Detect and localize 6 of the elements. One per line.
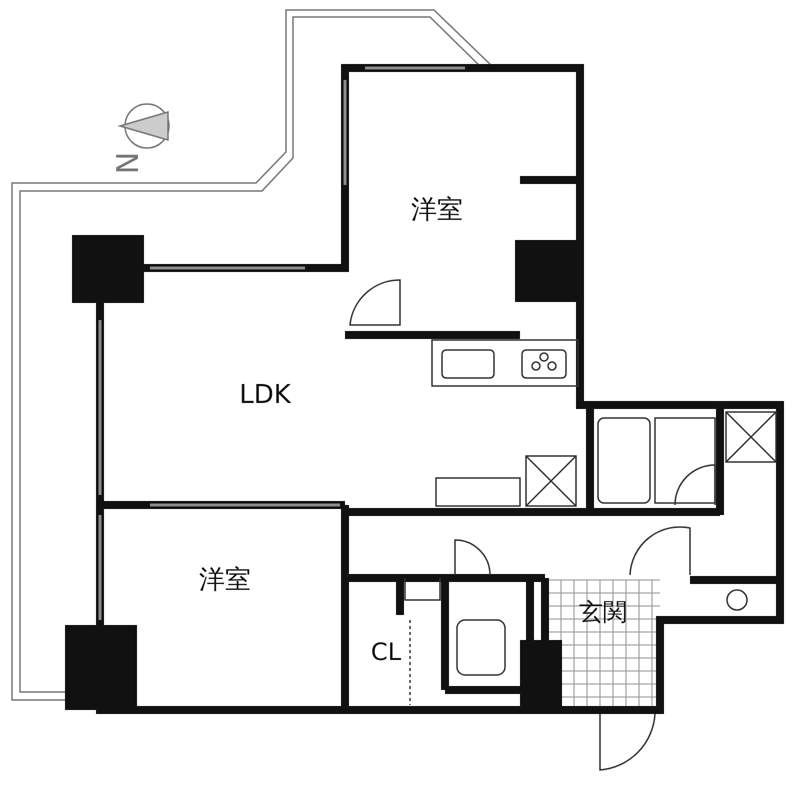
room-label: CL (370, 640, 402, 664)
north-label: N (114, 152, 144, 174)
room-label: LDK (239, 382, 291, 408)
room-label: 洋室 (199, 567, 251, 593)
room-label: 洋室 (411, 197, 463, 223)
room-label: 玄関 (579, 600, 627, 624)
